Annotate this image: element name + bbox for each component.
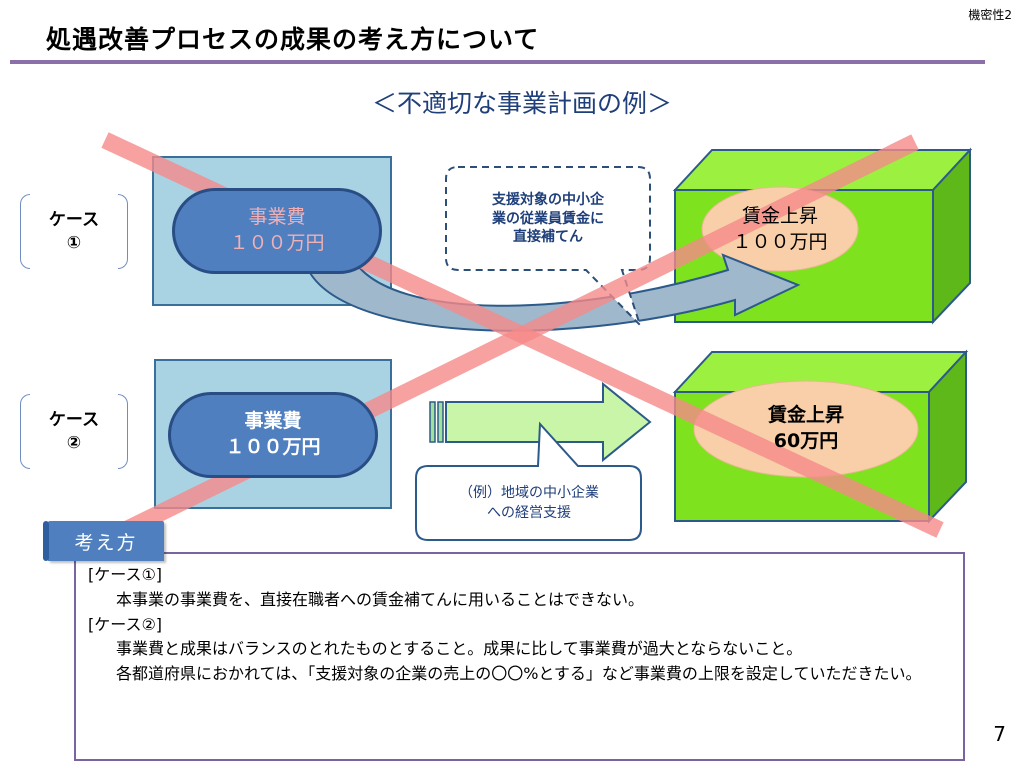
case2-wage-line1: 賃金上昇 — [767, 404, 844, 427]
case1-label: ケース ① — [20, 194, 128, 269]
diagram-subtitle: ＜不適切な事業計画の例＞ — [371, 89, 672, 118]
case1-callout-line2: 業の従業員賃金に — [492, 210, 604, 227]
case1-wage-line1: 賃金上昇 — [741, 205, 818, 228]
case2-wage-line2: 60万円 — [773, 430, 839, 452]
case1-label-bracket-left — [20, 194, 30, 269]
case2-label-bracket-left — [20, 394, 30, 469]
explanation-tab: 考え方 — [43, 521, 164, 561]
case2-callout-bubble — [415, 421, 642, 541]
explanation-case1-heading: [ケース①] — [88, 565, 163, 584]
case1-cost-pill: 事業費 １００万円 — [172, 188, 382, 274]
case1-wage-text: 賃金上昇 １００万円 — [702, 190, 858, 270]
case1-label-bracket-right — [118, 194, 128, 269]
case1-cost-line2: １００万円 — [229, 232, 325, 254]
case2-label: ケース ② — [20, 394, 128, 469]
confidentiality-label: 機密性2 — [968, 8, 1012, 22]
case1-cost-line1: 事業費 — [248, 206, 306, 229]
title-underline — [10, 60, 985, 64]
explanation-case2-text2: 各都道府県におかれては、「支援対象の企業の売上の〇〇%とする」など事業費の上限を… — [116, 664, 922, 684]
explanation-case2-text: 事業費と成果はバランスのとれたものとすること。成果に比して事業費が過大とならない… — [116, 639, 803, 659]
case2-label-line1: ケース — [48, 409, 100, 430]
explanation-box: [ケース①] 本事業の事業費を、直接在職者への賃金補てんに用いることはできない。… — [74, 552, 965, 761]
case1-wage-ellipse — [701, 186, 859, 272]
case1-label-line1: ケース — [48, 209, 100, 230]
case2-cost-line2: １００万円 — [225, 436, 321, 458]
case2-callout-line1: （例）地域の中小企業 — [459, 484, 599, 501]
case2-cost-pill: 事業費 １００万円 — [168, 392, 378, 478]
case2-label-bracket-right — [118, 394, 128, 469]
case2-label-line2: ② — [66, 432, 82, 453]
case2-callout-text: （例）地域の中小企業 への経営支援 — [418, 470, 640, 536]
case1-wage-line2: １００万円 — [732, 231, 828, 253]
page-number: 7 — [993, 722, 1006, 746]
explanation-case2-heading: [ケース②] — [88, 614, 163, 634]
case2-wage-text: 賃金上昇 60万円 — [724, 389, 888, 469]
case1-callout-line3: 直接補てん — [513, 229, 583, 246]
case2-wage-ellipse — [693, 380, 919, 478]
case2-block-arrow — [429, 381, 652, 463]
case1-callout-bubble — [445, 166, 651, 326]
case2-callout-line2: への経営支援 — [487, 505, 571, 521]
case1-callout-text: 支援対象の中小企 業の従業員賃金に 直接補てん — [448, 172, 648, 266]
explanation-case1-text: 本事業の事業費を、直接在職者への賃金補てんに用いることはできない。 — [116, 589, 645, 609]
case1-label-line2: ① — [66, 232, 82, 253]
page-title: 処遇改善プロセスの成果の考え方について — [46, 25, 540, 54]
case2-cost-line1: 事業費 — [244, 410, 302, 433]
case1-callout-line1: 支援対象の中小企 — [492, 191, 604, 208]
